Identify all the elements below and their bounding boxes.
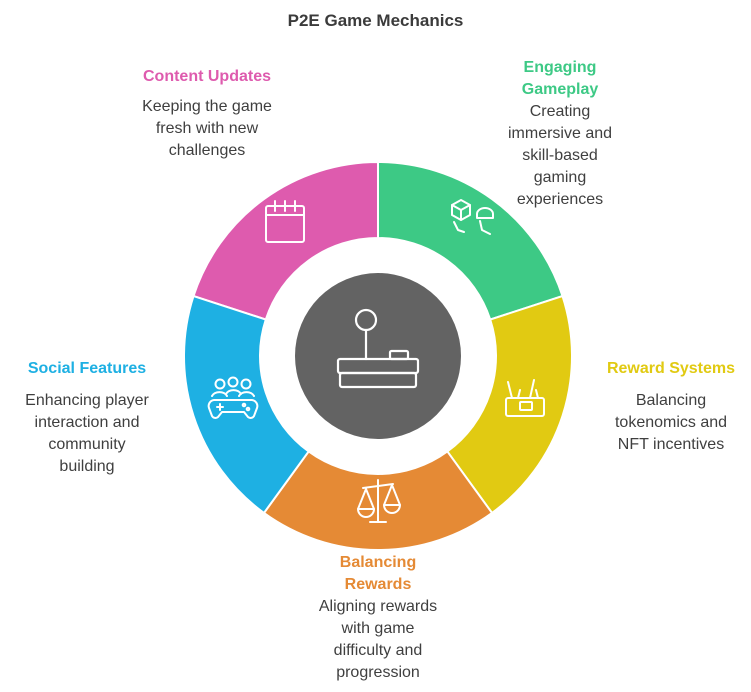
reward-box-icon [505,379,545,417]
balancing-rewards-title-2: Rewards [344,576,412,593]
content-updates-desc-3: challenges [168,142,246,159]
hub-circle [295,273,461,439]
balancing-rewards-desc-4: progression [336,664,420,681]
balancing-rewards-desc-2: with game [341,620,415,637]
label-balancing-rewards: Balancing Rewards Aligning rewards with … [288,552,468,684]
ring [183,160,573,551]
engaging-gameplay-desc-3: skill-based [522,147,598,164]
engaging-gameplay-title-2: Gameplay [521,81,599,98]
reward-systems-desc-2: tokenomics and [614,414,728,431]
segment-social-features [183,294,311,515]
balancing-rewards-title-1: Balancing [339,554,417,571]
social-features-desc-1: Enhancing player [25,392,149,409]
social-features-desc-3: community [48,436,126,453]
balance-scale-icon [357,479,401,523]
segment-reward-systems [445,294,573,515]
vr-gaming-icon [451,199,494,235]
engaging-gameplay-desc-1: Creating [529,103,591,120]
balancing-rewards-desc-1: Aligning rewards [318,598,438,615]
reward-systems-desc-3: NFT incentives [617,436,725,453]
content-updates-desc-2: fresh with new [155,120,259,137]
label-reward-systems: Reward Systems Balancing tokenomics and … [596,358,746,456]
social-features-title: Social Features [27,360,147,377]
engaging-gameplay-desc-2: immersive and [507,125,613,142]
label-engaging-gameplay: Engaging Gameplay Creating immersive and… [480,57,640,211]
engaging-gameplay-desc-4: gaming [533,169,587,186]
players-gamepad-icon [207,376,259,419]
calendar-icon [265,200,305,243]
content-updates-desc-1: Keeping the game [142,98,272,115]
content-updates-title: Content Updates [143,68,271,85]
segment-engaging-gameplay [377,160,564,321]
balancing-rewards-desc-3: difficulty and [333,642,423,659]
label-content-updates: Content Updates Keeping the game fresh w… [112,66,302,162]
reward-systems-desc-1: Balancing [635,392,707,409]
engaging-gameplay-title-1: Engaging [523,59,597,76]
social-features-desc-2: interaction and [34,414,140,431]
social-features-desc-4: building [59,458,115,475]
arcade-joystick-icon [336,308,420,389]
reward-systems-title: Reward Systems [606,360,736,377]
segment-content-updates [192,160,379,321]
label-social-features: Social Features Enhancing player interac… [2,358,172,478]
page-title: P2E Game Mechanics [287,11,464,30]
engaging-gameplay-desc-5: experiences [516,191,604,208]
